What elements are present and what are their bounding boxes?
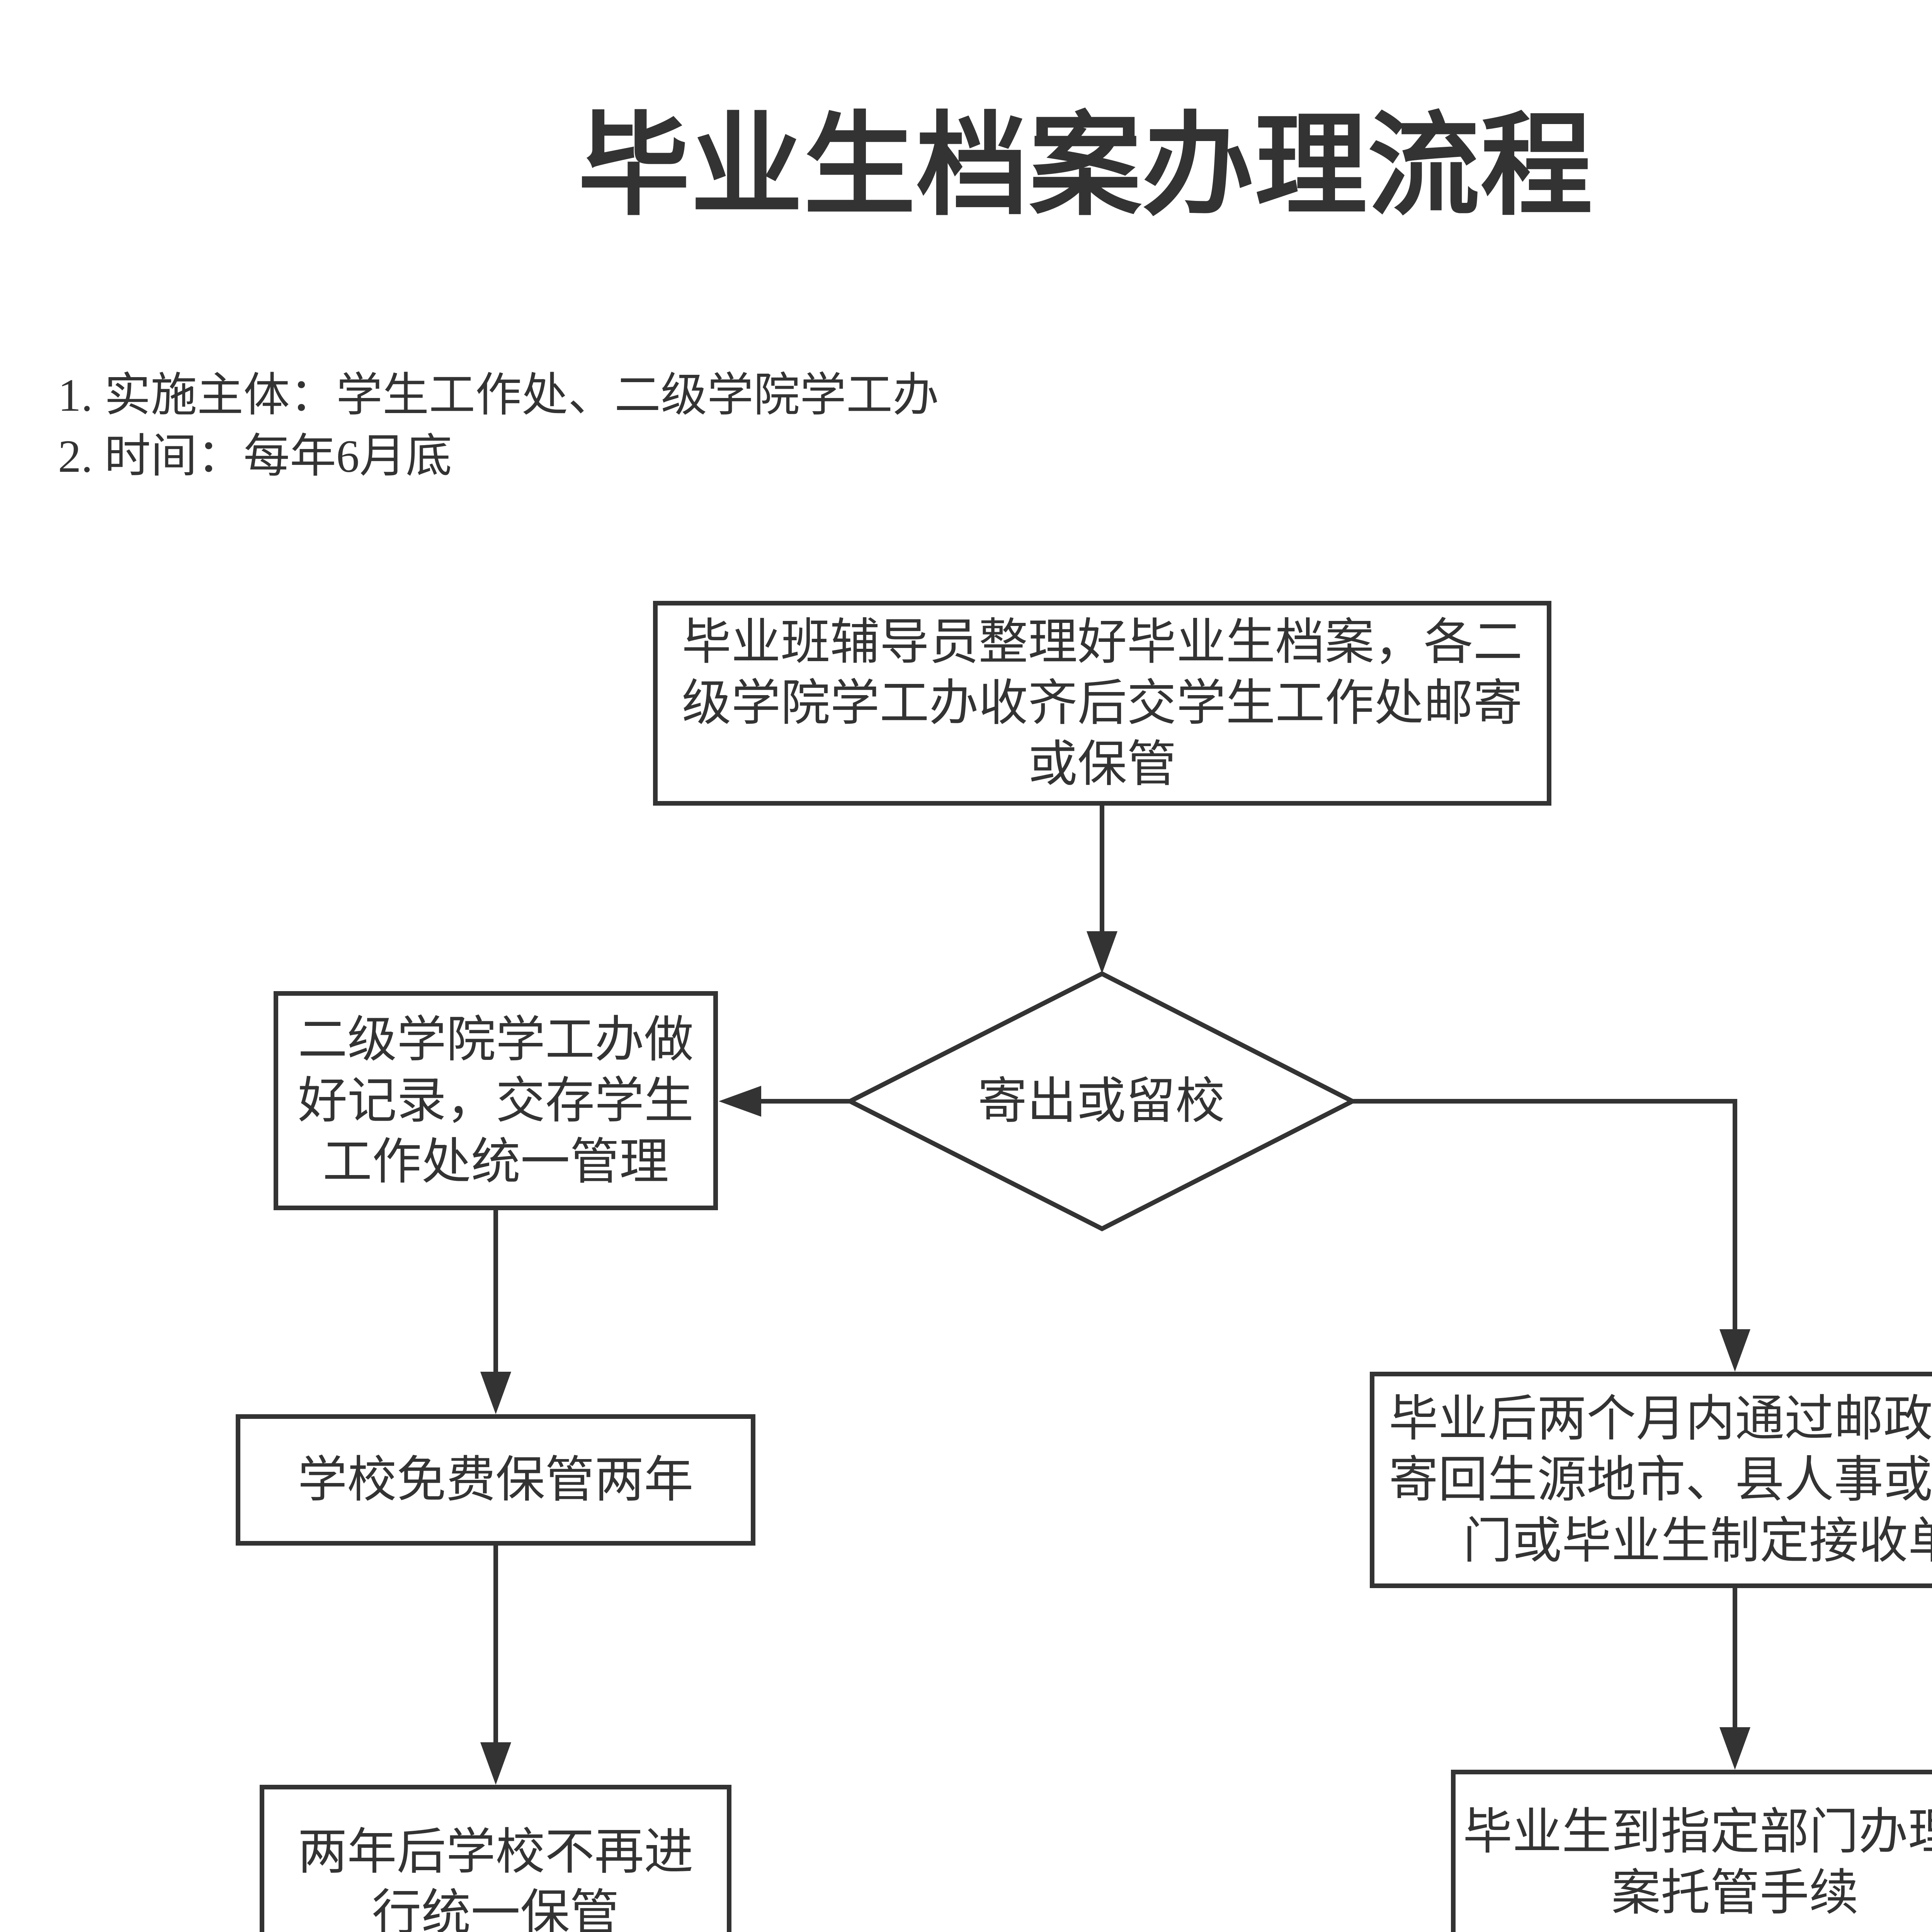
arrow-decision-to-mail-head: [1719, 1329, 1750, 1372]
note-line-1: 1. 实施主体：学生工作处、二级学院学工办: [58, 369, 939, 421]
arrow-record-to-free-head: [480, 1372, 511, 1414]
flow-node-stop-storage-line-1: 两年后学校不再进: [298, 1824, 694, 1879]
flow-node-free-storage: 学校免费保管两年: [236, 1414, 755, 1546]
flow-node-custody: 毕业生到指定部门办理档 案托管手续: [1451, 1770, 1932, 1932]
flow-node-record-line-1: 二级学院学工办做: [298, 1012, 694, 1067]
flow-node-mail-back: 毕业后两个月内通过邮政部门邮 寄回生源地市、县人事或社保部 门或毕业生制定接收单…: [1370, 1372, 1932, 1588]
arrow-mail-to-custody-head: [1719, 1727, 1750, 1770]
flow-node-mail-back-line-1: 毕业后两个月内通过邮政部门邮: [1388, 1391, 1932, 1446]
flow-node-record-line-3: 工作处统一管理: [322, 1134, 669, 1189]
flow-node-mail-back-line-3: 门或毕业生制定接收单位: [1463, 1514, 1932, 1568]
flow-node-start-line-2: 级学院学工办收齐后交学生工作处邮寄: [682, 676, 1523, 731]
flow-node-start-line-1: 毕业班辅导员整理好毕业生档案，各二: [682, 615, 1523, 670]
note-line-2: 2. 时间：每年6月底: [58, 430, 452, 482]
flow-node-free-storage-line-1: 学校免费保管两年: [298, 1452, 694, 1507]
flow-node-start-line-3: 或保管: [1028, 737, 1177, 792]
page-title: 毕业生档案办理流程: [578, 105, 1594, 229]
flow-node-record: 二级学院学工办做 好记录，交存学生 工作处统一管理: [274, 991, 718, 1210]
arrow-free-to-stop-head: [480, 1742, 511, 1785]
flow-node-mail-back-line-2: 寄回生源地市、县人事或社保部: [1388, 1452, 1932, 1507]
flow-node-stop-storage-line-2: 行统一保管: [372, 1885, 619, 1932]
arrow-decision-to-record-head: [719, 1086, 761, 1117]
connector-decision-to-mail: [1352, 1099, 1737, 1331]
arrow-start-to-decision-head: [1087, 931, 1117, 974]
decision-diamond-label: 寄出或留校: [977, 1074, 1225, 1129]
flow-node-custody-line-1: 毕业生到指定部门办理档: [1463, 1804, 1932, 1859]
flow-node-stop-storage: 两年后学校不再进 行统一保管: [260, 1785, 731, 1932]
notes-block: 1. 实施主体：学生工作处、二级学院学工办 2. 时间：每年6月底: [58, 365, 939, 487]
flow-node-start: 毕业班辅导员整理好毕业生档案，各二 级学院学工办收齐后交学生工作处邮寄 或保管: [653, 601, 1551, 806]
decision-diamond-shape: [845, 971, 1358, 1231]
flow-node-record-line-2: 好记录，交存学生: [298, 1073, 694, 1128]
flow-node-custody-line-2: 案托管手续: [1611, 1866, 1859, 1920]
